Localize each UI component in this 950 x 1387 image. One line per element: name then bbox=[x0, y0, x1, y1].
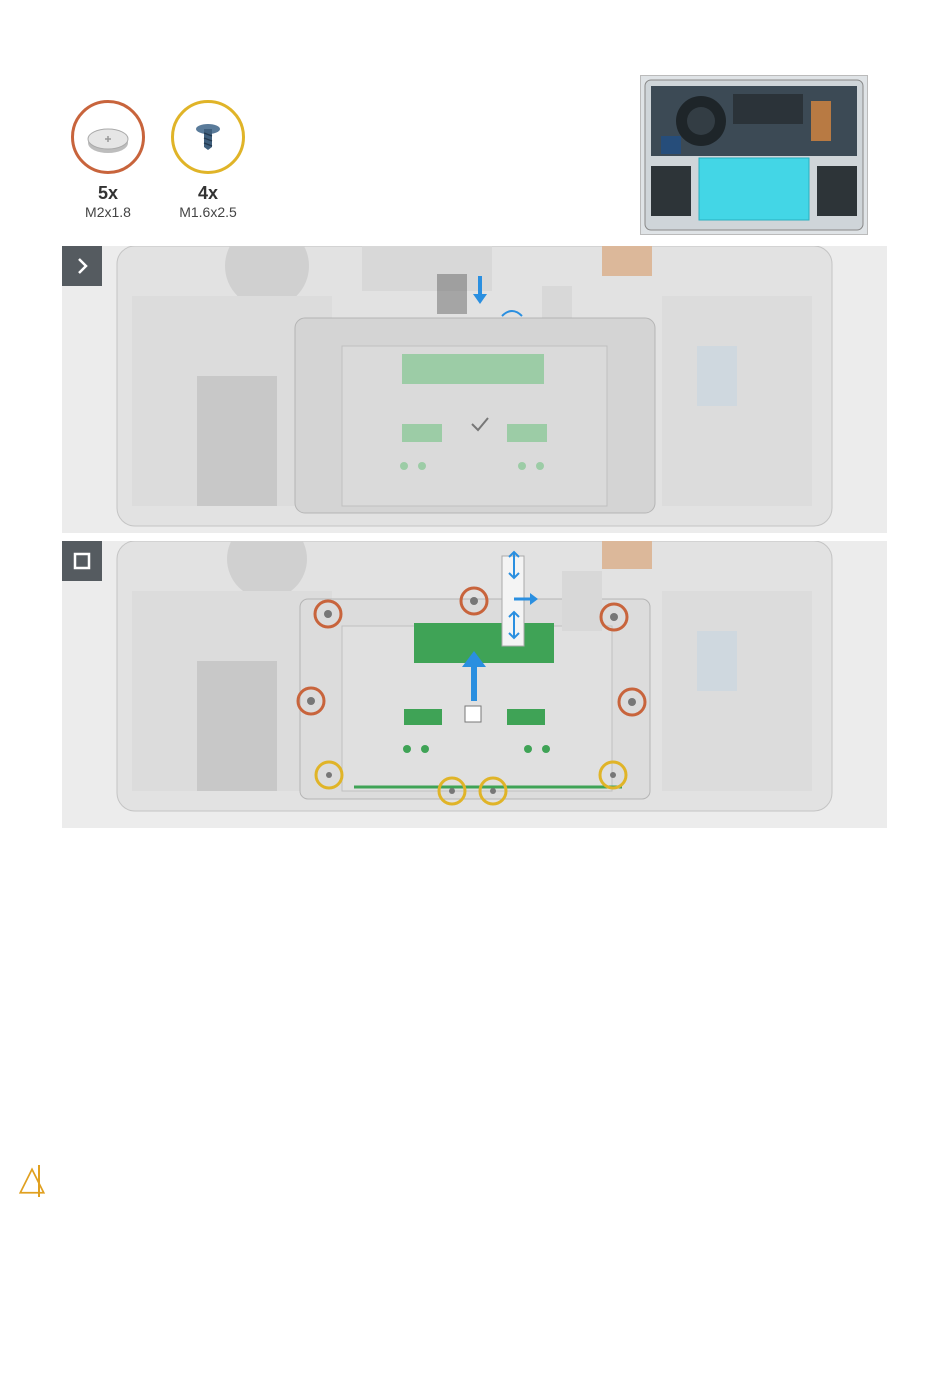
screw-legend-m2x1.8: 5x M2x1.8 bbox=[68, 100, 148, 220]
screw-size: M1.6x2.5 bbox=[168, 204, 248, 220]
step-2-panel bbox=[62, 541, 887, 828]
screw-ring-yellow bbox=[171, 100, 245, 174]
warning-triangle-icon bbox=[12, 1165, 52, 1197]
palmrest-illustration-step-1 bbox=[62, 246, 887, 533]
square-stop-icon bbox=[72, 551, 92, 571]
step-1-panel bbox=[62, 246, 887, 533]
step-2-button[interactable] bbox=[62, 541, 102, 581]
chevron-right-icon bbox=[72, 256, 92, 276]
screw-count: 4x bbox=[168, 184, 248, 202]
phillips-screw-icon bbox=[174, 103, 242, 171]
caution-divider bbox=[38, 1165, 40, 1197]
step-1-button[interactable] bbox=[62, 246, 102, 286]
flat-head-screw-icon bbox=[74, 103, 142, 171]
palmrest-illustration-step-2 bbox=[62, 541, 887, 828]
laptop-overview-thumbnail bbox=[640, 75, 868, 235]
screw-size: M2x1.8 bbox=[68, 204, 148, 220]
screw-legend-m1.6x2.5: 4x M1.6x2.5 bbox=[168, 100, 248, 220]
screw-count: 5x bbox=[68, 184, 148, 202]
screw-ring-orange bbox=[71, 100, 145, 174]
